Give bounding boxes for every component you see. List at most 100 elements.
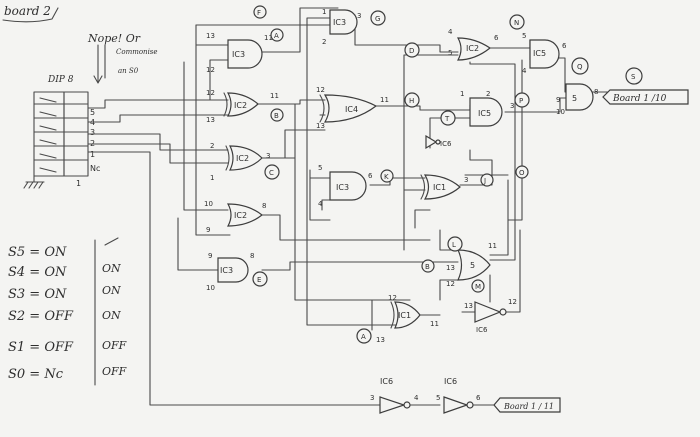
svg-text:G: G — [375, 15, 380, 23]
svg-text:2: 2 — [210, 142, 214, 150]
svg-text:J: J — [483, 177, 486, 185]
output-board-top-label: Board 1 /10 — [612, 94, 667, 104]
svg-text:12: 12 — [316, 86, 325, 94]
gate-ic5-top: IC5 546 — [522, 32, 567, 75]
switch-alt-s2: ON — [102, 309, 121, 322]
svg-text:1: 1 — [210, 174, 214, 182]
switch-s1: S1 = OFF — [8, 340, 74, 355]
gate-ic6-a-label: IC6 — [380, 377, 393, 386]
switch-alt-s3: ON — [102, 284, 121, 297]
node-b-mid: B — [270, 108, 284, 122]
svg-text:P: P — [519, 97, 523, 105]
note-line1: Nope! Or — [87, 32, 141, 45]
svg-text:C: C — [269, 169, 274, 177]
svg-text:12: 12 — [388, 294, 397, 302]
node-n: N — [509, 14, 525, 30]
handwritten-note: Nope! Or Commonise an S0 — [87, 32, 158, 84]
dip-pin-5: 5 — [90, 108, 95, 117]
note-line2: Commonise — [116, 48, 158, 56]
svg-text:D: D — [409, 47, 414, 55]
output-board-bottom: Board 1 / 11 — [493, 397, 561, 413]
svg-text:2: 2 — [486, 90, 490, 98]
svg-text:13: 13 — [206, 116, 215, 124]
gate-ic6-small: IC6 — [425, 134, 452, 150]
svg-text:6: 6 — [562, 42, 567, 50]
switch-s3: S3 = ON — [8, 287, 67, 302]
svg-text:5: 5 — [448, 49, 452, 57]
node-l: L — [447, 236, 463, 252]
svg-text:9: 9 — [556, 96, 560, 104]
node-c: C — [264, 164, 280, 180]
node-h: H — [404, 92, 420, 108]
svg-text:3: 3 — [370, 394, 374, 402]
node-e: E — [252, 271, 268, 287]
node-q: Q — [571, 57, 589, 75]
svg-text:2: 2 — [322, 38, 326, 46]
gate-ic3-k-label: IC3 — [336, 183, 349, 192]
svg-text:4: 4 — [318, 200, 323, 208]
svg-text:11: 11 — [270, 92, 279, 100]
dip-bottom-pin: 1 — [76, 179, 81, 188]
switch-s2: S2 = OFF — [8, 309, 74, 324]
svg-text:13: 13 — [206, 32, 215, 40]
gate-and5-bottom: 5 13 12 11 — [446, 242, 497, 288]
svg-text:11: 11 — [488, 242, 497, 250]
gate-and5-bottom-label: 5 — [470, 261, 475, 270]
wiring — [87, 7, 621, 406]
node-a-top: A — [270, 28, 284, 42]
svg-text:11: 11 — [430, 320, 439, 328]
gate-ic5-mid-label: IC5 — [478, 109, 491, 118]
dip-pin-nc: Nc — [90, 164, 100, 173]
svg-text:1: 1 — [322, 8, 326, 16]
svg-text:13: 13 — [316, 122, 325, 130]
svg-text:11: 11 — [264, 34, 273, 42]
svg-text:5: 5 — [436, 394, 440, 402]
svg-text:10: 10 — [206, 284, 215, 292]
svg-text:13: 13 — [464, 302, 473, 310]
gate-ic3-top: IC3 13 12 11 — [206, 32, 273, 74]
svg-text:A: A — [274, 32, 279, 40]
dip-switch: DIP 8 5 4 3 2 1 Nc 1 — [23, 75, 100, 189]
output-board-top: Board 1 /10 — [602, 89, 689, 105]
svg-text:13: 13 — [446, 264, 455, 272]
svg-text:F: F — [257, 9, 261, 17]
switch-alt-s1: OFF — [102, 339, 127, 352]
svg-text:L: L — [452, 241, 456, 249]
gate-ic3-g: IC3 123 — [322, 8, 361, 46]
switch-s5: S5 = ON — [8, 245, 67, 260]
svg-text:9: 9 — [206, 226, 210, 234]
switch-alt-s0: OFF — [102, 365, 127, 378]
gate-ic1-low-label: IC1 — [398, 311, 411, 320]
gate-ic2-c: IC2 213 — [210, 142, 270, 182]
svg-text:6: 6 — [476, 394, 481, 402]
svg-text:3: 3 — [464, 176, 468, 184]
output-board-bottom-label: Board 1 / 11 — [503, 402, 554, 411]
svg-text:S: S — [631, 73, 636, 81]
svg-text:3: 3 — [357, 12, 361, 20]
svg-text:3: 3 — [510, 102, 514, 110]
svg-text:12: 12 — [206, 66, 215, 74]
svg-text:O: O — [519, 169, 525, 177]
gate-ic3-top-label: IC3 — [232, 50, 245, 59]
gate-ic6-small-label: IC6 — [440, 140, 452, 148]
dip-label: DIP 8 — [47, 75, 74, 85]
switch-s0: S0 = Nc — [8, 367, 64, 382]
svg-text:12: 12 — [446, 280, 455, 288]
gate-ic2-d-label: IC2 — [234, 211, 247, 220]
node-a-low: A — [356, 328, 372, 344]
svg-text:6: 6 — [368, 172, 373, 180]
svg-text:B: B — [425, 263, 430, 271]
board-title-text: board 2 — [4, 4, 51, 18]
board-title: board 2 — [2, 4, 59, 23]
svg-text:H: H — [409, 97, 414, 105]
svg-text:10: 10 — [556, 108, 565, 116]
